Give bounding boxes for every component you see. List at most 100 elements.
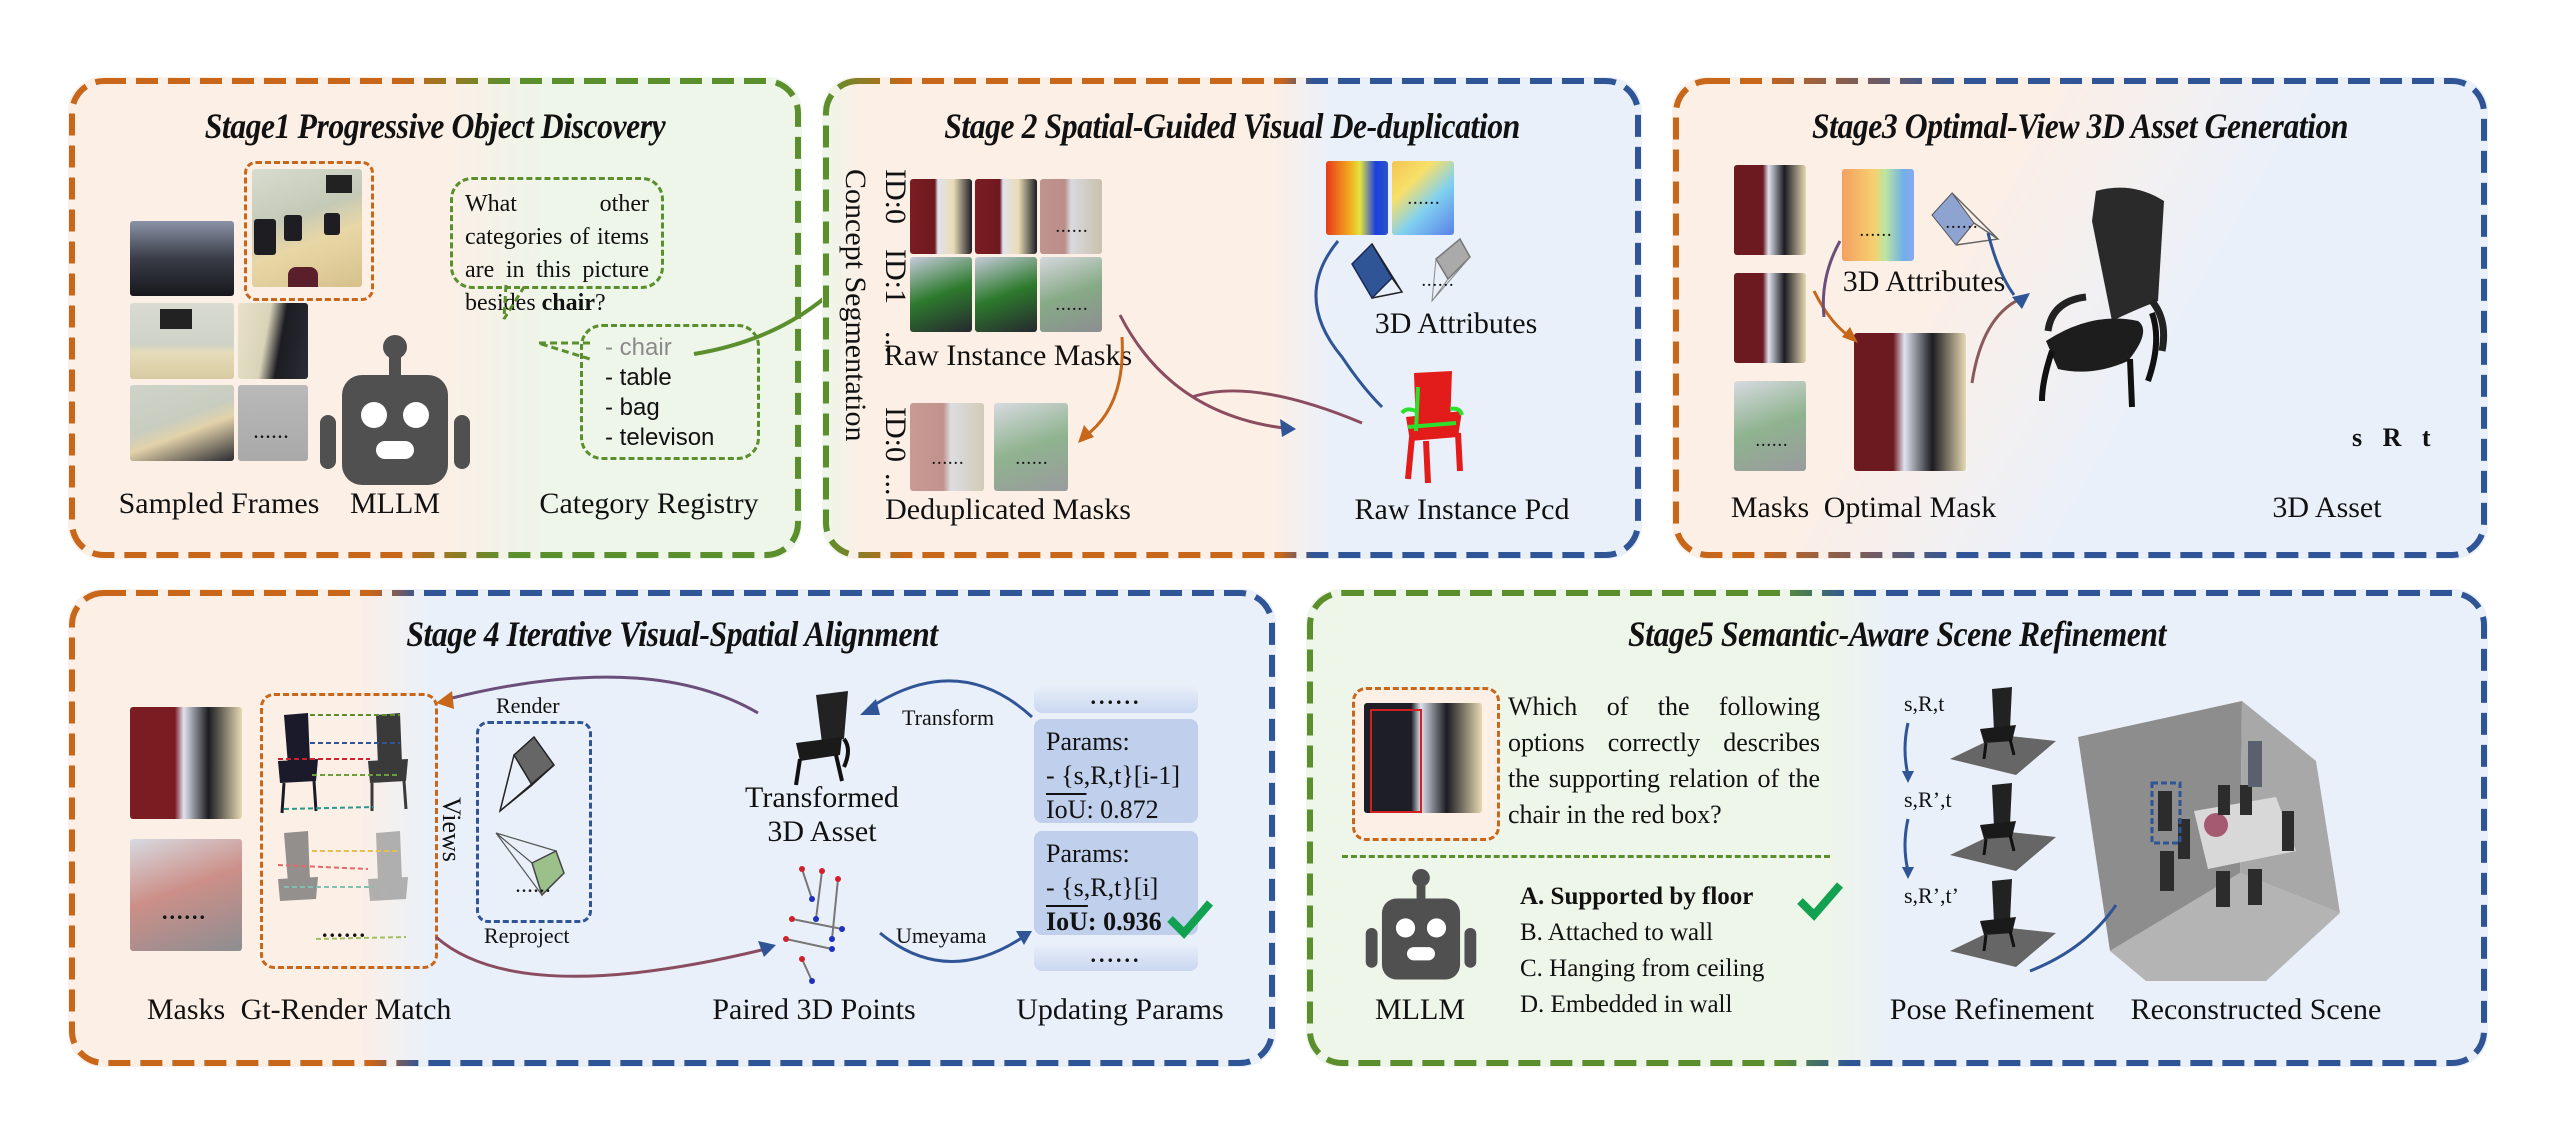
caption-raw-instance-pcd: Raw Instance Pcd bbox=[1354, 493, 1570, 526]
raw-mask-1-c: ...... bbox=[1040, 257, 1102, 332]
views-box bbox=[476, 721, 592, 923]
question-bubble: What other categories of items are in th… bbox=[450, 177, 664, 316]
caption-optimal-mask: Optimal Mask bbox=[1823, 491, 1997, 524]
caption-mllm-s5: MLLM bbox=[1375, 993, 1465, 1026]
dedup-mask-1: ...... bbox=[994, 403, 1068, 491]
caption-pose-refinement: Pose Refinement bbox=[1889, 993, 2095, 1026]
stage4-panel: Stage 4 Iterative Visual-Spatial Alignme… bbox=[68, 589, 1276, 1067]
stage2-arrows bbox=[1078, 240, 1384, 443]
sampled-frame-5: ...... bbox=[238, 385, 308, 461]
iou-label: IoU bbox=[1046, 907, 1088, 936]
paired-3d-points-icon bbox=[783, 866, 845, 984]
pose-label-t: t bbox=[2421, 423, 2431, 452]
caption-3d-asset: 3D Asset bbox=[2272, 491, 2382, 524]
pose-refinement-chairs bbox=[1950, 687, 2056, 967]
caption-deduplicated-masks: Deduplicated Masks bbox=[885, 493, 1131, 526]
params-srt: - {s,R,t}[i-1] bbox=[1046, 761, 1180, 790]
caption-paired-3d-points: Paired 3D Points bbox=[712, 993, 916, 1026]
views-ellipsis: ...... bbox=[516, 879, 552, 896]
params-card-previous: Params: - {s,R,t}[i-1] IoU: 0.872 bbox=[1034, 719, 1198, 824]
mask-ellipsis: ...... bbox=[1016, 453, 1049, 468]
id-label-1: ID:1 bbox=[879, 249, 912, 304]
registry-tail bbox=[537, 341, 591, 361]
sampled-frame-3 bbox=[238, 303, 308, 379]
stage3-title: Stage3 Optimal-View 3D Asset Generation bbox=[1811, 106, 2349, 146]
mask-thumb-3: ...... bbox=[1734, 381, 1806, 471]
caption-3d-attributes: 3D Attributes bbox=[1374, 307, 1538, 340]
transform-label: Transform bbox=[902, 705, 995, 730]
raw-mask-0-a bbox=[910, 179, 972, 254]
gt-render-match-box bbox=[260, 693, 438, 969]
stage1-title: Stage1 Progressive Object Discovery bbox=[204, 106, 666, 146]
optimal-mask-image bbox=[1854, 333, 1966, 471]
highlighted-frame-box bbox=[244, 161, 374, 301]
chair-3d-asset-icon bbox=[2039, 187, 2168, 408]
caption-masks-s4: Masks bbox=[146, 993, 226, 1026]
query-image bbox=[1364, 703, 1482, 813]
stage2-panel: Stage 2 Spatial-Guided Visual De-duplica… bbox=[822, 77, 1642, 559]
caption-transformed-asset-line1: Transformed bbox=[745, 781, 899, 814]
params-label: Params: bbox=[1046, 839, 1130, 868]
stage4-mask-2: ...... bbox=[130, 839, 242, 951]
frames-ellipsis: ...... bbox=[254, 425, 290, 442]
reconstructed-scene-render bbox=[2078, 701, 2340, 981]
category-registry-box: - chair - table - bag - televison bbox=[580, 324, 760, 460]
umeyama-label: Umeyama bbox=[896, 923, 987, 948]
caption-category-registry: Category Registry bbox=[539, 487, 759, 520]
render-label: Render bbox=[496, 693, 560, 718]
caption-masks: Masks bbox=[1730, 491, 1810, 524]
caption-updating-params: Updating Params bbox=[1016, 993, 1224, 1026]
camera-frustum-gray-icon bbox=[1431, 237, 1471, 303]
depth-map-optimal: ...... bbox=[1842, 169, 1914, 261]
raw-mask-1-b bbox=[975, 257, 1037, 332]
match-ellipsis: ...... bbox=[322, 917, 367, 942]
mask-thumb-2 bbox=[1734, 273, 1806, 363]
pose-step-1-label: s,R,t bbox=[1904, 691, 1945, 716]
depth-ellipsis: ...... bbox=[1408, 193, 1441, 208]
stage4-mask-1 bbox=[130, 707, 242, 819]
views-label: Views bbox=[437, 797, 466, 862]
params-card-current: Params: - {s,R,t}[i] IoU: 0.936 bbox=[1034, 831, 1198, 936]
caption-reconstructed-scene: Reconstructed Scene bbox=[2130, 993, 2382, 1026]
reproject-label: Reproject bbox=[484, 923, 570, 948]
params-label: Params: bbox=[1046, 727, 1130, 756]
option-a: A. Supported by floor bbox=[1520, 883, 1754, 910]
mllm-robot-icon-s5 bbox=[1365, 869, 1477, 980]
raw-mask-0-b bbox=[975, 179, 1037, 254]
depth-ellipsis: ...... bbox=[1860, 225, 1893, 240]
option-d: D. Embedded in wall bbox=[1520, 991, 1733, 1018]
registry-item-chair: - chair bbox=[605, 334, 672, 361]
stage1-panel: Stage1 Progressive Object Discovery ....… bbox=[68, 77, 802, 559]
scene-link-arrow bbox=[2029, 904, 2118, 973]
mask-ellipsis: ...... bbox=[1756, 435, 1789, 450]
pose-step-arrows bbox=[1902, 722, 1914, 879]
registry-item-table: - table bbox=[605, 364, 672, 391]
caption-transformed-asset-line2: 3D Asset bbox=[767, 815, 877, 848]
caption-sampled-frames: Sampled Frames bbox=[118, 487, 320, 520]
sampled-frame-1 bbox=[130, 221, 234, 296]
mask-ellipsis: ...... bbox=[1056, 299, 1089, 314]
mask-ellipsis: ...... bbox=[1056, 221, 1089, 236]
caption-3d-attributes-s3: 3D Attributes bbox=[1842, 265, 2006, 298]
stage3-arrows bbox=[1812, 232, 2030, 384]
id-label-0: ID:0 bbox=[879, 169, 912, 224]
check-icon bbox=[1167, 900, 1214, 939]
mask-ellipsis: ...... bbox=[162, 899, 207, 924]
params-iou-row: IoU: 0.936 bbox=[1046, 907, 1162, 936]
pose-labels: s R t bbox=[2352, 423, 2431, 453]
stage5-question: Which of the following options correctly… bbox=[1508, 692, 1820, 829]
dedup-mask-0: ...... bbox=[910, 403, 984, 491]
camera-frustum-blue-icon bbox=[1351, 242, 1404, 300]
correct-check-icon bbox=[1797, 882, 1844, 921]
raw-mask-0-c: ...... bbox=[1040, 179, 1102, 254]
sampled-frame-4 bbox=[130, 385, 234, 461]
frustum-ellipsis: ...... bbox=[1946, 217, 1979, 232]
dedup-id-label-0: ID:0 bbox=[879, 407, 912, 462]
raw-instance-pcd-icon bbox=[1400, 371, 1464, 484]
option-c: C. Hanging from ceiling bbox=[1520, 955, 1765, 982]
frustum-ellipsis: ...... bbox=[1422, 275, 1455, 290]
bubble-tail bbox=[502, 284, 526, 320]
iou-value: 0.872 bbox=[1100, 795, 1159, 824]
depth-map-1 bbox=[1326, 161, 1388, 235]
pose-label-s: s bbox=[2352, 423, 2363, 452]
